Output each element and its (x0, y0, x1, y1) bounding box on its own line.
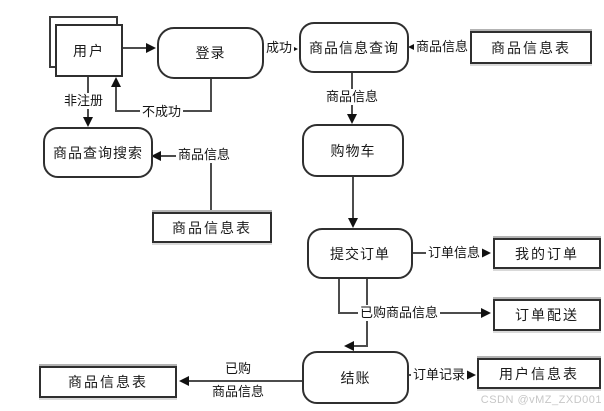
store-my-orders: 我的订单 (493, 238, 601, 269)
store-my-orders-label: 我的订单 (515, 245, 579, 262)
edge-label-product-info-to-search: 商品信息 (176, 147, 233, 163)
process-submit-order: 提交订单 (307, 228, 413, 279)
entity-user-label: 用户 (73, 42, 105, 59)
edge-label-success: 成功 (264, 40, 295, 56)
process-product-info-query: 商品信息查询 (299, 22, 409, 73)
store-user-info-table: 用户信息表 (477, 358, 601, 389)
store-user-info-table-label: 用户信息表 (499, 365, 579, 382)
store-order-delivery-label: 订单配送 (515, 307, 579, 323)
edge-user-to-login (122, 47, 148, 49)
arrow-into-checkout-icon (344, 341, 354, 351)
arrow-into-submit-icon (348, 218, 358, 228)
store-product-info-table-top: 商品信息表 (470, 31, 592, 64)
store-product-info-table-mid: 商品信息表 (152, 212, 272, 243)
arrow-into-my-orders-icon (481, 248, 491, 258)
arrow-fail-into-user-icon (111, 77, 121, 87)
edge-submit-to-delivery-down (338, 278, 340, 314)
process-login: 登录 (157, 27, 264, 79)
process-checkout: 结账 (302, 351, 409, 404)
process-product-info-query-label: 商品信息查询 (309, 39, 399, 56)
process-cart-label: 购物车 (330, 142, 376, 159)
store-product-info-table-mid-label: 商品信息表 (172, 219, 252, 236)
edge-label-purchased-product-info: 已购商品信息 (358, 305, 441, 321)
edge-label-fail: 不成功 (140, 104, 184, 120)
process-submit-order-label: 提交订单 (330, 245, 390, 262)
arrow-into-login-icon (146, 43, 156, 53)
arrow-table-into-query-icon (408, 42, 418, 52)
store-product-info-table-bottom-label: 商品信息表 (68, 374, 148, 390)
edge-label-product-info-to-query: 商品信息 (414, 39, 471, 55)
store-product-info-table-top-label: 商品信息表 (491, 39, 571, 56)
arrow-into-product-table-icon (179, 376, 189, 386)
process-cart: 购物车 (302, 124, 404, 177)
edge-table-to-search-down (210, 156, 212, 212)
edge-label-product-info-to-cart: 商品信息 (324, 89, 381, 105)
edge-cart-to-submit (352, 177, 354, 219)
edge-login-fail-down (210, 78, 212, 112)
arrow-table-into-search-icon (151, 151, 161, 161)
edge-label-purchased-line1: 已购 (224, 361, 251, 376)
edge-checkout-to-product-table (189, 380, 303, 382)
edge-login-fail-up (115, 86, 117, 112)
arrow-into-delivery-icon (481, 308, 491, 318)
edge-submit-to-checkout-elbow (353, 345, 368, 347)
edge-label-unregistered: 非注册 (62, 93, 106, 109)
store-order-delivery: 订单配送 (493, 299, 601, 331)
process-product-query-search: 商品查询搜索 (43, 127, 153, 178)
process-product-query-search-label: 商品查询搜索 (53, 144, 143, 161)
arrow-into-search-icon (83, 117, 93, 127)
process-login-label: 登录 (195, 45, 226, 61)
entity-user: 用户 (55, 24, 123, 77)
process-checkout-label: 结账 (340, 369, 371, 386)
csdn-watermark: CSDN @vMZ_ZXD001 (480, 394, 602, 406)
arrow-into-cart-icon (347, 114, 357, 124)
edge-label-order-record: 订单记录 (411, 367, 468, 383)
edge-label-purchased-line2: 商品信息 (211, 384, 264, 399)
arrow-into-user-table-icon (466, 370, 476, 380)
edge-label-order-info: 订单信息 (426, 245, 483, 261)
store-product-info-table-bottom: 商品信息表 (39, 366, 177, 398)
